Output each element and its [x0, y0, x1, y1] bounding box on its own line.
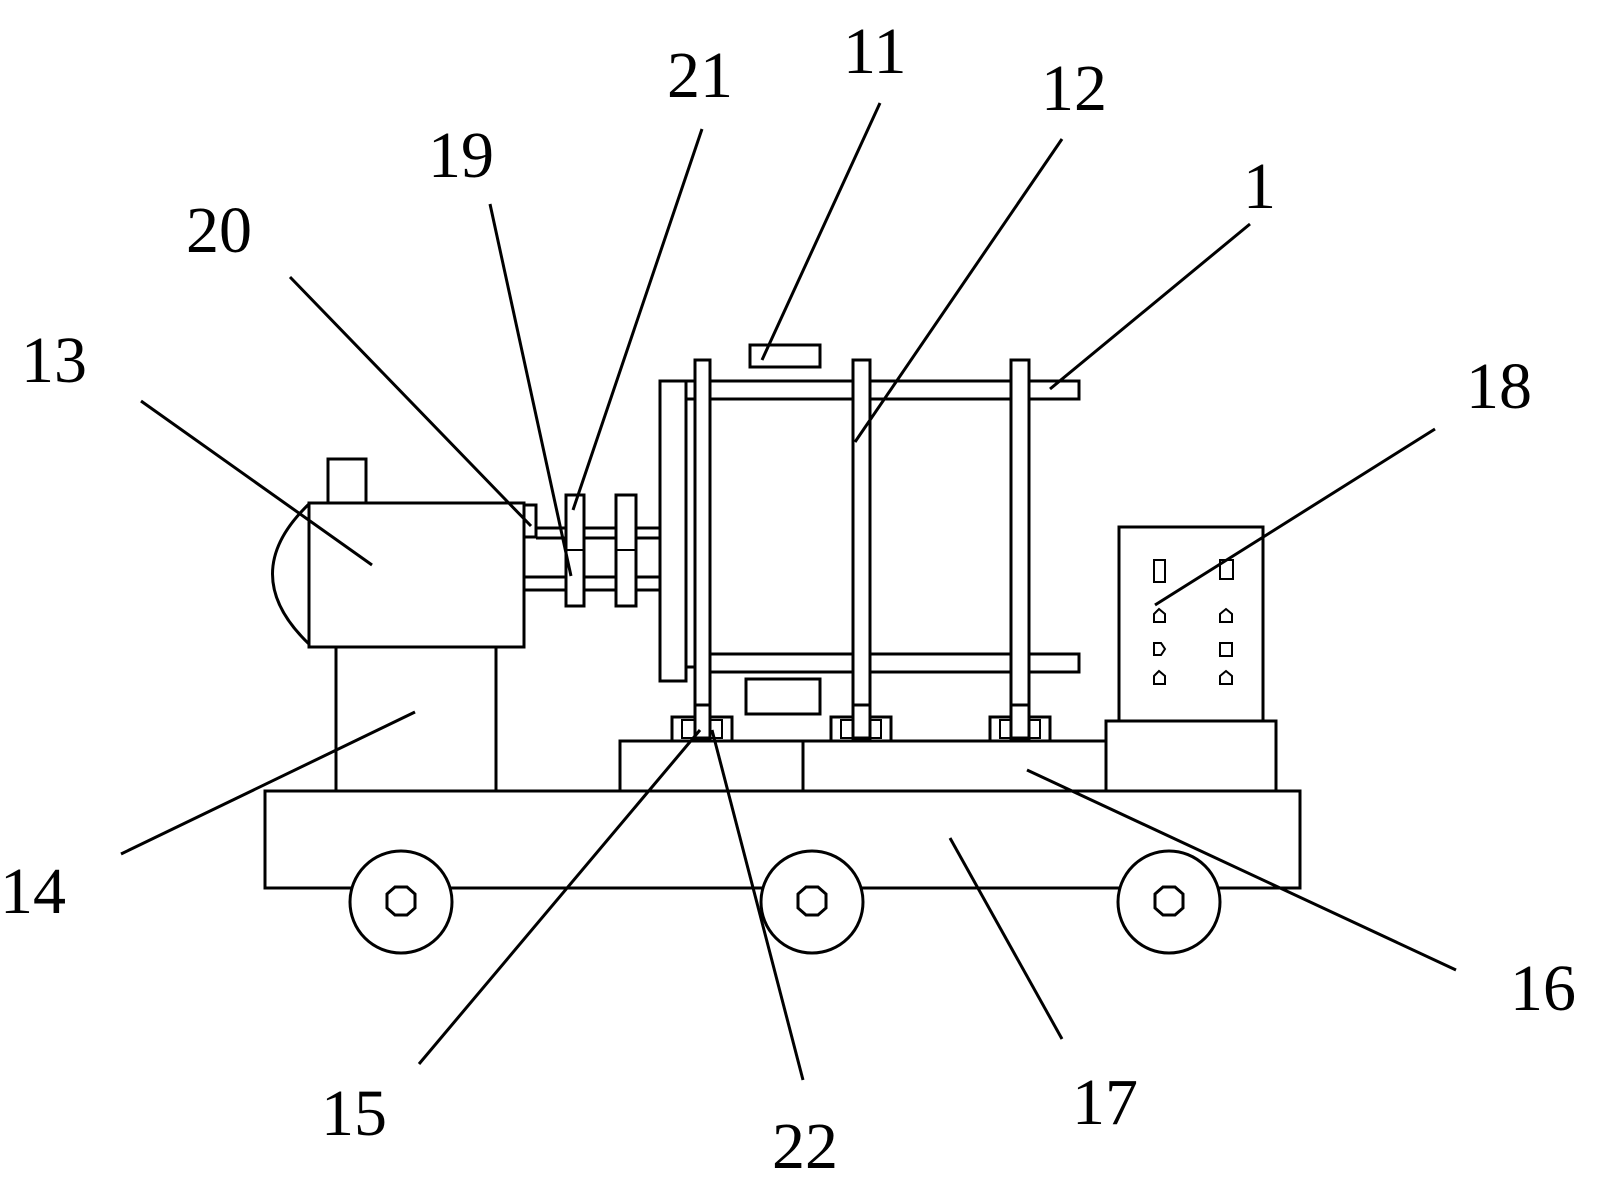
label-16: 16 — [1510, 952, 1576, 1025]
motor-top-knob — [326, 457, 368, 506]
drum-top-rail — [684, 379, 1081, 401]
label-12: 12 — [1041, 52, 1107, 125]
drum-base-left — [618, 739, 805, 793]
wheel-right — [1116, 849, 1222, 955]
label-20: 20 — [186, 194, 252, 267]
motor-shaft-collar — [522, 503, 538, 539]
motor-body — [307, 501, 526, 649]
label-21: 21 — [667, 39, 733, 112]
drum-base-plate — [801, 739, 1111, 793]
post-middle — [851, 358, 872, 722]
motor-end-cap — [271, 501, 312, 647]
label-13: 13 — [21, 324, 87, 397]
drum-top-cap — [748, 343, 822, 369]
label-19: 19 — [428, 119, 494, 192]
label-17: 17 — [1072, 1066, 1138, 1139]
post-left — [693, 358, 712, 722]
label-18: 18 — [1466, 350, 1532, 423]
label-1: 1 — [1243, 150, 1276, 223]
label-22: 22 — [772, 1110, 838, 1183]
wheel-middle — [759, 849, 865, 955]
drum-end-plate-outer — [658, 379, 688, 683]
control-box-base — [1104, 719, 1278, 793]
label-11: 11 — [843, 15, 907, 88]
label-15: 15 — [321, 1077, 387, 1150]
label-14: 14 — [0, 855, 66, 928]
control-cabinet — [1117, 525, 1265, 723]
wheel-left — [348, 849, 454, 955]
drum-bottom-cap — [744, 677, 822, 716]
post-right — [1009, 358, 1031, 722]
leader-lines — [120, 102, 1457, 1081]
motor-support — [334, 645, 498, 793]
